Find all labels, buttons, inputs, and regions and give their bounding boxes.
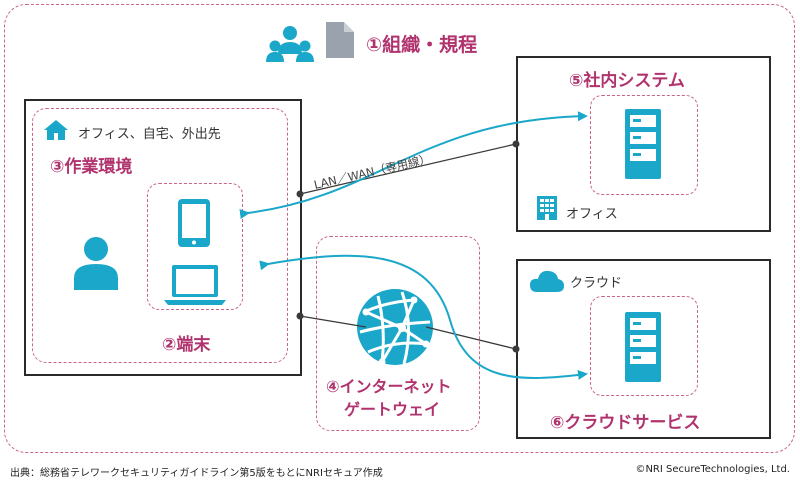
device-label: ②端末: [162, 335, 211, 355]
source-note: 出典：総務省テレワークセキュリティガイドライン第5版をもとにNRIセキュア作成: [10, 468, 383, 479]
server-icon: [625, 312, 661, 382]
house-icon: [44, 120, 68, 140]
cloud-server-dashed: [590, 296, 698, 396]
internet-line-left: [299, 315, 367, 328]
lan-wan-node-left: [296, 190, 304, 198]
organization-boundary: [4, 4, 795, 453]
flow-arrow-to-cloud-service: [259, 254, 588, 380]
document-icon: [326, 22, 354, 58]
work-environment-box: [24, 99, 302, 376]
server-icon: [625, 109, 661, 179]
work-environment-dashed: [32, 108, 288, 363]
lan-wan-node-right: [512, 140, 520, 148]
people-group-icon: [266, 26, 314, 62]
internal-system-label: ⑤社内システム: [569, 71, 685, 91]
device-dashed: [147, 183, 243, 310]
laptop-icon: [164, 265, 226, 305]
internal-server-dashed: [590, 95, 698, 195]
org-label: ①組織・規程: [366, 34, 478, 56]
gateway-label-line2: ゲートウェイ: [344, 400, 441, 419]
internet-node-left: [296, 312, 304, 320]
lan-wan-label: LAN／WAN（専用線）: [313, 151, 432, 191]
internet-line-right: [425, 326, 517, 350]
office-home-label: オフィス、自宅、外出先: [78, 127, 221, 142]
person-icon: [74, 237, 118, 290]
tablet-icon: [178, 199, 210, 247]
internet-node-right: [512, 345, 520, 353]
copyright: ©NRI SecureTechnologies, Ltd.: [635, 464, 790, 475]
cloud-service-label: ⑥クラウドサービス: [550, 413, 701, 433]
gateway-label-line1: ④インターネット: [326, 377, 452, 396]
work-env-label: ③作業環境: [50, 157, 133, 177]
flow-arrow-to-internal-system: [239, 111, 588, 219]
